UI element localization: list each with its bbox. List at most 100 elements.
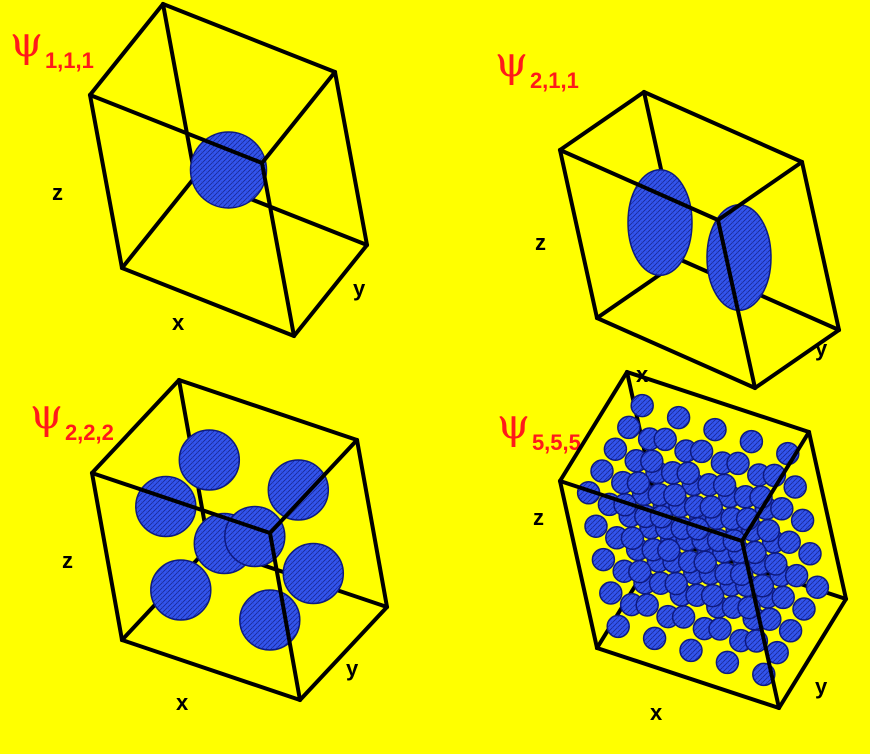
psi-symbol: ψ	[10, 17, 43, 66]
probability-lobe	[726, 451, 750, 476]
probability-lobe	[693, 550, 717, 574]
panel-psi-211: ψ2,1,1 z x y	[495, 37, 841, 390]
cube-edge	[753, 328, 841, 390]
probability-lobe	[640, 449, 664, 473]
probability-lobe	[628, 559, 652, 584]
cube-edge	[260, 70, 337, 165]
panel-psi-222: ψ2,2,2 z x y	[30, 378, 389, 715]
probability-lobe	[792, 597, 816, 621]
cube-front-edges	[558, 370, 848, 710]
cube-edge	[333, 70, 369, 247]
z-axis-label: z	[535, 230, 546, 255]
z-axis-label: z	[533, 505, 544, 530]
cube-edge	[595, 316, 757, 390]
cube-edge	[807, 430, 848, 601]
probability-lobe	[626, 471, 651, 495]
cube-edge	[800, 160, 841, 332]
probability-lobe	[712, 473, 737, 497]
probability-lobe	[703, 417, 727, 442]
probability-lobe	[189, 131, 268, 209]
cube-edge	[88, 2, 165, 97]
cube-edge	[777, 597, 848, 710]
cube-front-edges	[558, 90, 841, 390]
probability-lobe	[764, 552, 788, 576]
probability-lobe	[630, 393, 654, 418]
probability-lobe	[606, 614, 630, 639]
probability-lobe	[635, 593, 659, 617]
cube-edge	[355, 438, 389, 609]
probability-lobe	[700, 583, 725, 608]
probability-lobe	[771, 585, 795, 610]
psi-symbol: ψ	[497, 399, 530, 448]
probability-lobe	[689, 439, 714, 464]
probability-lobe	[620, 526, 645, 550]
probability-lobe	[267, 459, 330, 521]
y-axis-label: y	[346, 656, 359, 681]
cube-edge	[740, 430, 811, 543]
probability-lobes	[135, 429, 345, 651]
probability-lobe	[770, 497, 794, 521]
probability-lobe	[657, 538, 681, 562]
probability-lobe	[715, 650, 740, 675]
cube-edge	[120, 638, 302, 702]
x-axis-label: x	[636, 362, 649, 387]
probability-lobe	[790, 508, 815, 533]
probability-lobe	[778, 619, 803, 643]
probability-lobe	[739, 429, 764, 454]
probability-lobe	[798, 542, 822, 566]
probability-lobe	[599, 581, 623, 605]
probability-lobe	[663, 483, 687, 507]
cube-edge	[558, 479, 744, 543]
y-axis-label: y	[353, 276, 366, 301]
cube-edge	[642, 90, 804, 164]
y-axis-label: y	[815, 674, 828, 699]
psi-symbol: ψ	[495, 37, 528, 86]
panel-psi-111: ψ1,1,1 z x y	[10, 2, 369, 338]
cube-edge	[161, 2, 197, 179]
cube-edge	[625, 370, 811, 434]
probability-lobe	[653, 427, 677, 452]
probability-lobe	[783, 475, 807, 499]
z-axis-label: z	[52, 180, 63, 205]
cube-edge	[716, 218, 757, 390]
psi-symbol: ψ	[30, 389, 63, 438]
probability-lobe	[666, 405, 691, 430]
cube-front-edges	[88, 2, 369, 338]
psi-subscript: 1,1,1	[45, 48, 94, 73]
cube-edge	[268, 531, 302, 702]
probability-lobe	[756, 518, 781, 543]
probability-lobe	[282, 542, 345, 605]
cube-edge	[88, 93, 264, 165]
probability-lobe	[784, 563, 809, 588]
x-axis-label: x	[650, 700, 663, 725]
cube-edge	[260, 161, 296, 338]
probability-lobe	[676, 461, 700, 485]
probability-lobe	[617, 415, 641, 440]
probability-lobe	[699, 495, 723, 519]
cube-edge	[88, 93, 124, 270]
x-axis-label: x	[172, 310, 185, 335]
cube-front-edges	[90, 378, 389, 702]
psi-subscript: 2,2,2	[65, 420, 114, 445]
probability-lobe	[590, 459, 614, 483]
cube-edge	[558, 90, 646, 152]
probability-lobe	[150, 559, 212, 621]
probability-lobe	[664, 571, 688, 596]
panel-title: ψ2,1,1	[495, 37, 579, 93]
probability-lobe	[805, 575, 830, 599]
x-axis-label: x	[176, 690, 189, 715]
cube-edge	[90, 378, 181, 475]
cube-edge	[558, 370, 629, 483]
probability-lobe	[671, 605, 696, 629]
cube-edge	[268, 438, 359, 535]
cube-edge	[90, 471, 272, 535]
cube-edge	[558, 148, 599, 320]
cube-edge	[120, 175, 197, 270]
cube-edge	[716, 160, 804, 222]
cube-edge	[558, 148, 720, 222]
cube-edge	[177, 378, 359, 442]
cube-edge	[292, 243, 369, 338]
y-axis-label: y	[815, 336, 828, 361]
psi-subscript: 5,5,5	[532, 430, 581, 455]
psi-subscript: 2,1,1	[530, 68, 579, 93]
